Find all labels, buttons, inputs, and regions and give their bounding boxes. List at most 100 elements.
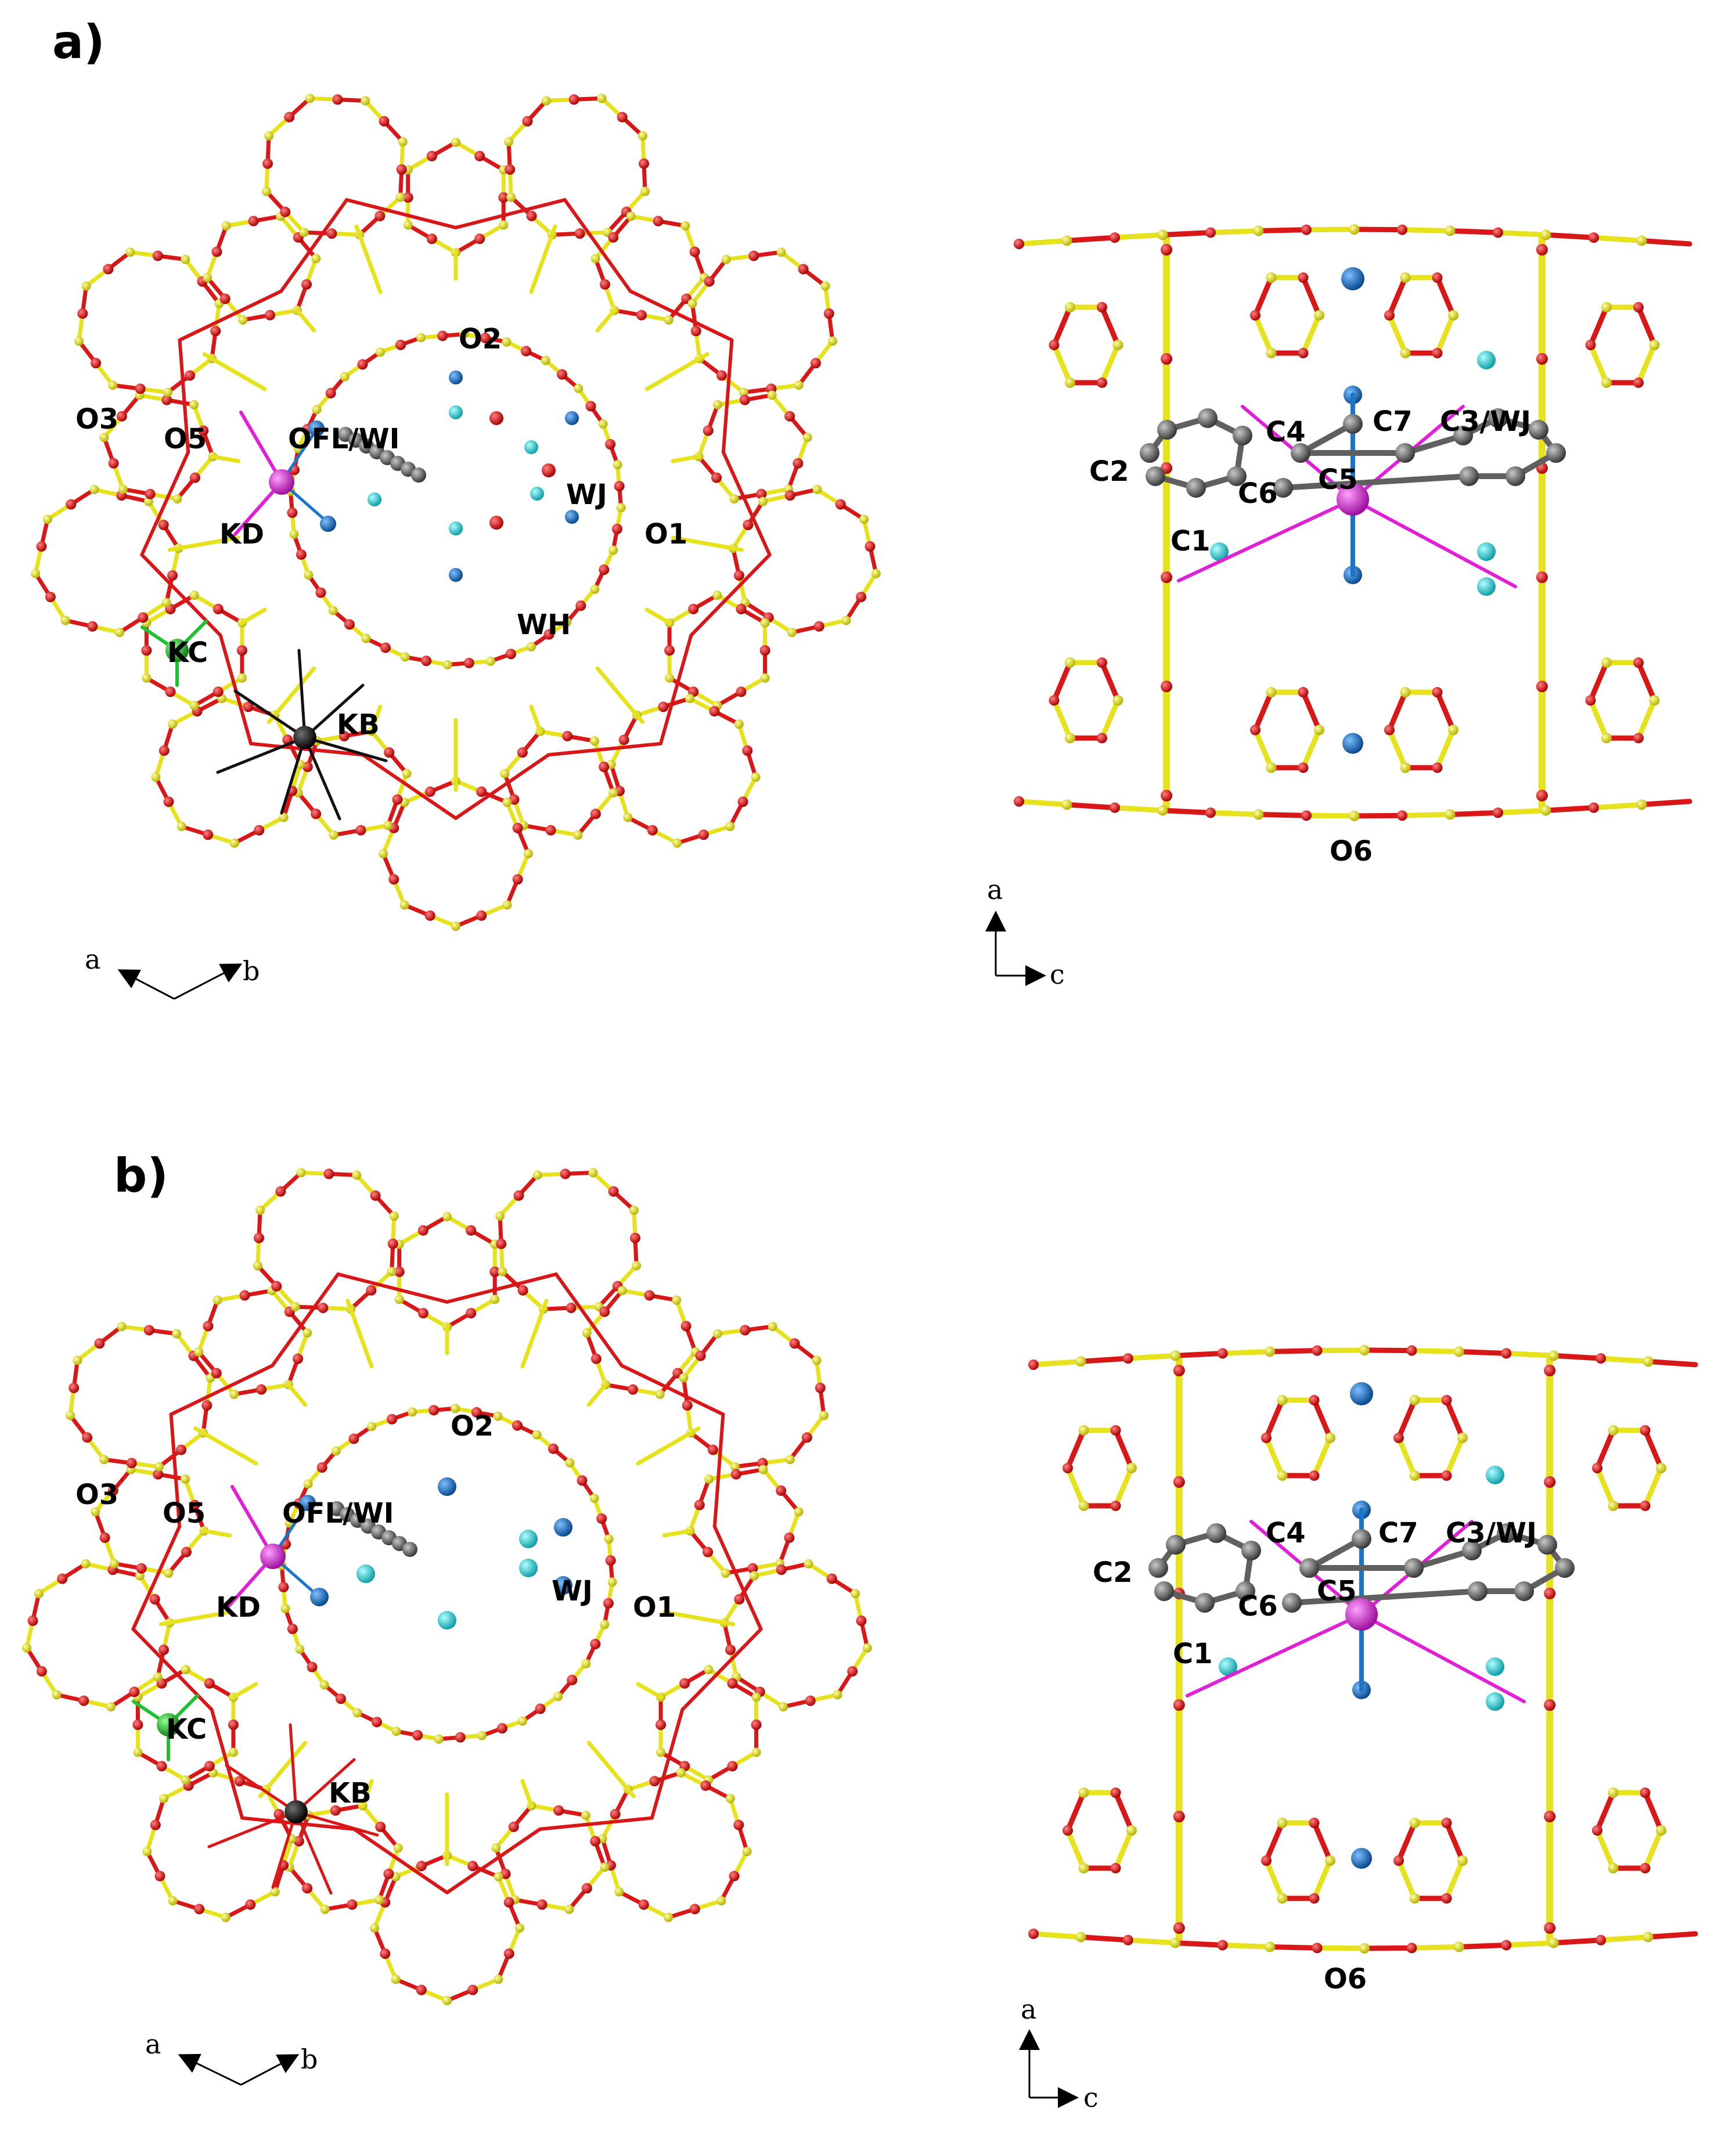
oxygen-atom (103, 264, 114, 275)
oxygen-atom (689, 246, 700, 257)
silicon-atom (34, 1589, 44, 1599)
silicon-atom (434, 1734, 444, 1744)
oxygen-atom (617, 111, 628, 123)
rim-atom (1061, 799, 1072, 810)
oxygen-atom (567, 1675, 578, 1686)
central-ion (1337, 483, 1369, 516)
oxygen-atom (371, 1717, 382, 1728)
rim-bond (1208, 810, 1261, 818)
silicon-atom (607, 1577, 617, 1587)
cage-atom (1309, 1470, 1320, 1481)
oxygen-atom (57, 1573, 68, 1584)
silicon-atom (221, 1912, 230, 1922)
label-c5: C5 (1318, 463, 1358, 496)
rim-bond (1031, 1358, 1083, 1368)
oxygen-atom (603, 1598, 614, 1609)
carbon-atom (1299, 1558, 1319, 1578)
cage-atom (1585, 695, 1596, 706)
oxygen-atom (153, 1469, 164, 1480)
silicon-atom (142, 1847, 152, 1857)
oxygen-atom (165, 686, 176, 697)
silicon-atom (833, 1690, 842, 1700)
carbon-atom (1291, 443, 1310, 463)
silicon-atom (416, 333, 426, 343)
oxygen-atom (213, 603, 224, 614)
oxygen-atom (392, 794, 403, 805)
rim-bond (1456, 1943, 1509, 1950)
cage-bond (1396, 1820, 1417, 1864)
oxygen-atom (727, 1761, 738, 1772)
cage-bond (1065, 1790, 1086, 1833)
oxygen-atom (476, 786, 487, 797)
link-bond (336, 1272, 449, 1304)
link-bond (210, 454, 241, 463)
water-molecule (1341, 267, 1364, 290)
link-bond (360, 1779, 374, 1809)
oxygen-atom (517, 747, 528, 758)
silicon-atom (42, 515, 52, 524)
rim-bond (1267, 1944, 1320, 1951)
rim-bond (1591, 235, 1644, 243)
cage-atom (1277, 1818, 1288, 1829)
oxygen-atom (725, 1644, 736, 1655)
carbon-atom (1555, 1558, 1575, 1578)
rim-atom (1501, 1940, 1512, 1951)
silicon-atom (729, 494, 739, 503)
oxygen-atom (167, 570, 178, 581)
water-molecule (1350, 1382, 1373, 1405)
axis-a: a (145, 2028, 161, 2060)
link-bond (354, 224, 383, 294)
cage-bond (1051, 304, 1073, 348)
oxygen-atom (748, 250, 759, 261)
oxygen-atom (695, 1350, 706, 1361)
label-o6: O6 (1324, 1963, 1367, 1995)
cage-atom (1601, 377, 1612, 388)
silicon-atom (750, 1571, 759, 1581)
axis-a: a (85, 944, 100, 975)
silicon-atom (485, 656, 495, 666)
rim-bond (1303, 226, 1357, 233)
oxygen-atom (647, 825, 658, 836)
silicon-atom (721, 254, 731, 264)
oxygen-atom (394, 1267, 405, 1277)
link-bond (131, 1524, 182, 1631)
silicon-atom (295, 1644, 305, 1654)
panel-a-left-axes: a b (85, 944, 260, 1000)
cage-atom (1298, 272, 1309, 283)
carbon-atom (402, 1542, 417, 1557)
silicon-atom (451, 922, 460, 931)
oxygen-atom (599, 564, 610, 575)
silicon-atom (22, 1643, 32, 1653)
central-ion (1345, 1598, 1378, 1631)
carbon-atom (1236, 1581, 1255, 1601)
cage-bond (1643, 1427, 1664, 1471)
carbon-atom (1343, 414, 1363, 434)
cage-atom (1432, 687, 1443, 698)
silicon-atom (320, 1904, 330, 1914)
oxygen-atom (599, 1306, 610, 1317)
oxygen-atom (826, 1573, 837, 1584)
silicon-atom (151, 772, 161, 782)
rim-bond (1352, 226, 1405, 233)
cage-atom (1640, 1862, 1651, 1873)
cage-bond (1263, 1435, 1285, 1479)
oxygen-atom (798, 264, 809, 275)
link-bond (239, 607, 267, 625)
kb-bond (303, 736, 341, 821)
cage-atom (1110, 1425, 1121, 1436)
rim-bond (1447, 228, 1501, 235)
link-bond (454, 198, 567, 229)
cage-bond (1051, 697, 1073, 741)
silicon-atom (133, 1747, 143, 1757)
silicon-atom (742, 1847, 752, 1857)
oxygen-atom (426, 150, 437, 161)
kc-ion (165, 639, 189, 662)
silicon-atom (164, 1568, 174, 1578)
oxygen-atom (262, 158, 273, 169)
oxygen-atom (734, 1594, 745, 1605)
silicon-atom (379, 849, 388, 858)
kb-bond (207, 1810, 298, 1848)
rim-bond (1503, 1350, 1557, 1358)
water-molecule (519, 1559, 538, 1577)
cage-bond (1099, 660, 1121, 703)
